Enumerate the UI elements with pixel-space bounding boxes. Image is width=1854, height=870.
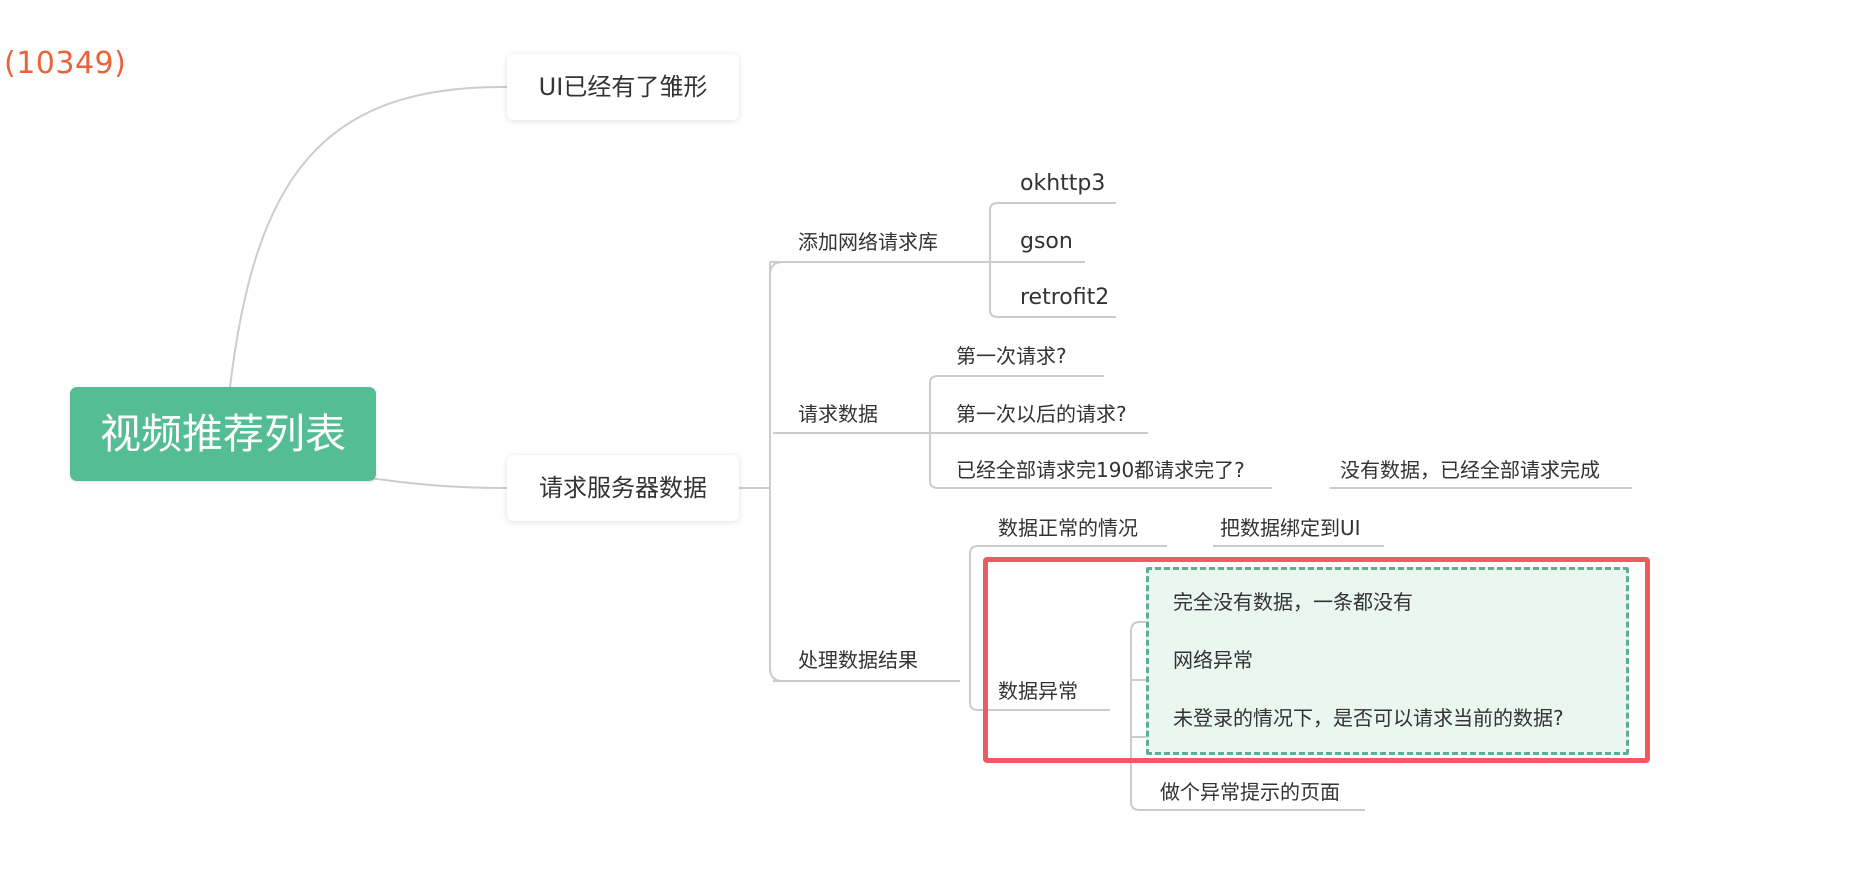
topic-not-logged-in[interactable]: 未登录的情况下，是否可以请求当前的数据? [1173, 706, 1564, 730]
connector-lib-trunk [989, 202, 1116, 262]
topic-later-request[interactable]: 第一次以后的请求? [956, 402, 1127, 426]
topic-error-page[interactable]: 做个异常提示的页面 [1160, 780, 1340, 804]
topic-all-requested[interactable]: 已经全部请求完190都请求完了? [956, 458, 1245, 482]
topic-no-data-note[interactable]: 没有数据，已经全部请求完成 [1340, 458, 1600, 482]
topic-lib-okhttp3[interactable]: okhttp3 [1020, 171, 1106, 196]
connector-abnormal-down [1130, 737, 1365, 811]
topic-data-normal[interactable]: 数据正常的情况 [998, 516, 1138, 540]
connector-abnormal-trunk [1130, 621, 1442, 710]
topic-request-data[interactable]: 请求数据 [798, 402, 878, 426]
connector-result-down [969, 681, 1110, 711]
connector-lib-trunk-down [989, 262, 1116, 318]
connector-root-ui [229, 85, 508, 388]
topic-bind-to-ui[interactable]: 把数据绑定到UI [1220, 516, 1361, 540]
topic-data-abnormal[interactable]: 数据异常 [998, 679, 1078, 703]
topic-first-request[interactable]: 第一次请求? [956, 344, 1067, 368]
dashed-boundary [1146, 567, 1629, 755]
topic-server-card[interactable]: 请求服务器数据 [507, 455, 739, 521]
topic-lib-gson[interactable]: gson [1020, 229, 1073, 254]
topic-handle-result[interactable]: 处理数据结果 [798, 648, 918, 672]
topic-network-error[interactable]: 网络异常 [1173, 648, 1253, 672]
root-topic-node[interactable]: 视频推荐列表 [70, 387, 376, 481]
connector-root-server [369, 477, 508, 489]
connector-req-trunk-down [929, 433, 1272, 489]
connector-req-trunk [929, 375, 1104, 433]
topic-no-data-at-all[interactable]: 完全没有数据，一条都没有 [1173, 590, 1413, 614]
connector-result-trunk [969, 545, 1167, 681]
topic-ui-card[interactable]: UI已经有了雏形 [507, 54, 739, 120]
highlight-frame [983, 557, 1650, 763]
connector-main-trunk [769, 261, 784, 682]
topic-lib-retrofit2[interactable]: retrofit2 [1020, 285, 1110, 310]
topic-add-library[interactable]: 添加网络请求库 [798, 230, 938, 254]
corner-code-label: (10349) [4, 46, 127, 81]
